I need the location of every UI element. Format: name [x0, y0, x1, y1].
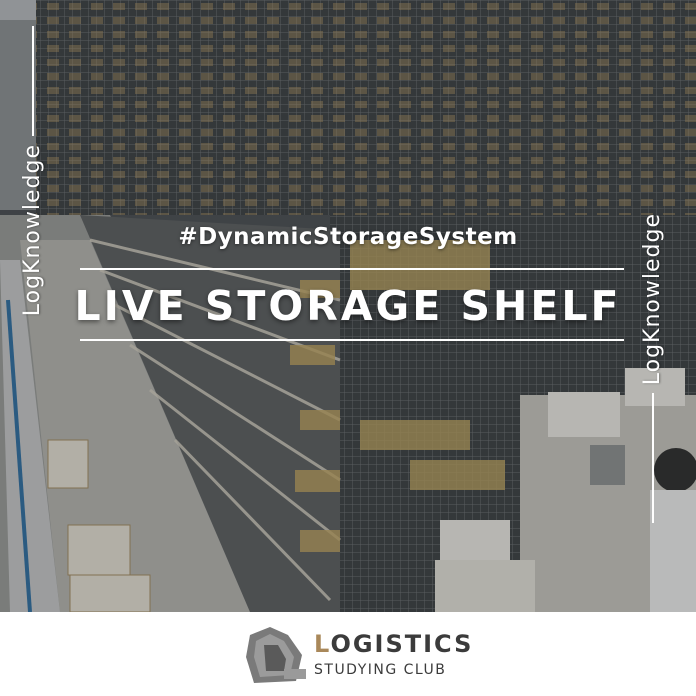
- headline-rule-bottom: [80, 339, 624, 341]
- side-label-right: LogKnowledge: [640, 205, 665, 524]
- side-line-left-top: [31, 26, 34, 136]
- truck-hull-icon: [244, 625, 308, 691]
- brand-first-letter: L: [314, 630, 331, 658]
- side-label-left: LogKnowledge: [20, 26, 45, 324]
- warehouse-photo: [0, 0, 696, 612]
- headline-rule-top: [80, 268, 624, 270]
- warehouse-illustration: [0, 0, 696, 612]
- brand-title-rest: OGISTICS: [330, 630, 474, 658]
- side-line-right-bottom: [651, 393, 654, 524]
- footer-bar: [0, 612, 696, 696]
- headline-text: LIVE STORAGE SHELF: [74, 282, 622, 330]
- hashtag-text: #DynamicStorageSystem: [178, 224, 518, 250]
- dark-overlay: [0, 0, 696, 612]
- brand-subtitle: STUDYING CLUB: [314, 662, 447, 678]
- brand-wordmark: LOGISTICS STUDYING CLUB: [314, 632, 473, 678]
- brand-title: LOGISTICS: [314, 632, 473, 656]
